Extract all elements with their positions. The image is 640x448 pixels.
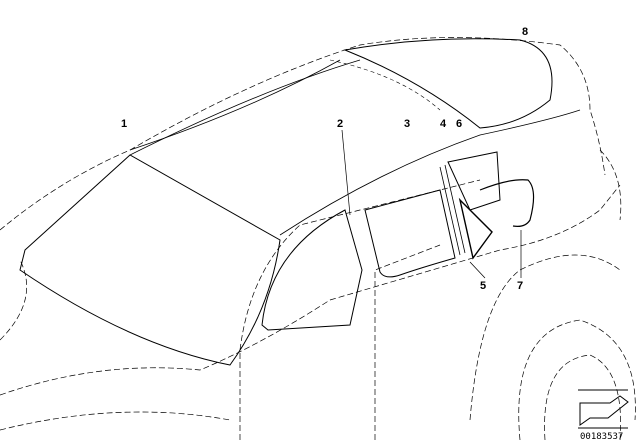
part-label-5: 5 xyxy=(480,280,487,292)
quarter-glass xyxy=(447,151,501,211)
windscreen xyxy=(19,154,281,366)
leader-lines xyxy=(341,129,522,279)
rear-window xyxy=(343,38,553,129)
document-id: 00183537 xyxy=(580,432,624,442)
window-seal xyxy=(479,179,535,227)
part-label-7: 7 xyxy=(517,280,524,292)
rear-door-glass xyxy=(364,189,456,278)
part-label-2: 2 xyxy=(337,118,344,130)
part-label-3: 3 xyxy=(404,118,411,130)
fixed-glass xyxy=(458,197,493,260)
part-label-6: 6 xyxy=(456,118,463,130)
front-door-glass xyxy=(261,209,363,331)
car-body-outline xyxy=(0,37,636,441)
part-label-8: 8 xyxy=(522,26,529,38)
arrow-symbol xyxy=(578,389,629,429)
part-label-1: 1 xyxy=(121,118,128,130)
part-label-4: 4 xyxy=(440,118,447,130)
